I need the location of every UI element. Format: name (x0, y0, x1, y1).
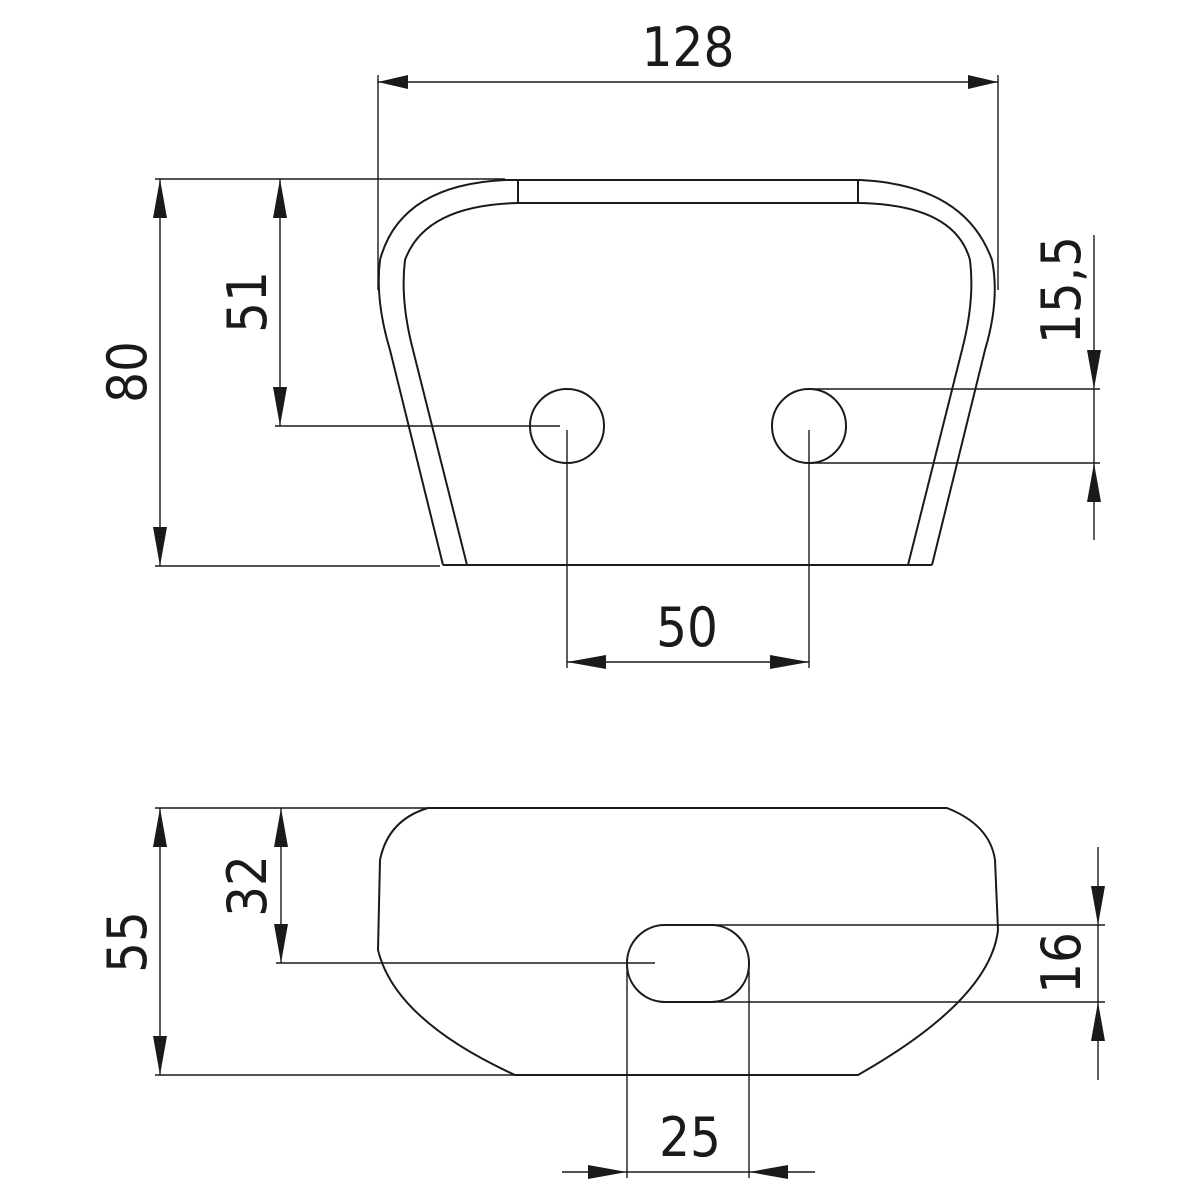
front-view (377, 179, 996, 566)
arrow-icon (1091, 886, 1105, 925)
arrow-icon (153, 179, 167, 218)
arrow-icon (1087, 350, 1101, 389)
arrow-icon (153, 1036, 167, 1075)
label-25: 25 (659, 1106, 721, 1169)
label-55: 55 (96, 911, 159, 973)
label-128: 128 (642, 16, 735, 79)
side-dimensions: 55 32 16 25 (96, 807, 1105, 1179)
arrow-icon (770, 655, 809, 669)
label-50: 50 (656, 596, 718, 659)
label-32: 32 (216, 855, 279, 917)
arrow-icon (378, 75, 408, 89)
arrow-icon (274, 808, 288, 847)
arrow-icon (273, 179, 287, 218)
arrow-icon (274, 924, 288, 963)
arrow-icon (153, 808, 167, 847)
label-51: 51 (216, 271, 279, 333)
label-15-5: 15,5 (1030, 236, 1093, 344)
front-dimensions: 128 80 51 15,5 50 (96, 16, 1101, 669)
arrow-icon (153, 527, 167, 566)
arrow-icon (588, 1165, 627, 1179)
arrow-icon (1091, 1002, 1105, 1041)
arrow-icon (1087, 463, 1101, 502)
side-outer-profile (376, 807, 1000, 1076)
label-16: 16 (1030, 932, 1093, 994)
front-outer-profile (377, 179, 996, 566)
front-inner-profile (402, 202, 973, 566)
arrow-icon (273, 387, 287, 426)
arrow-icon (749, 1165, 788, 1179)
side-view (376, 807, 1000, 1076)
arrow-icon (968, 75, 998, 89)
arrow-icon (567, 655, 606, 669)
label-80: 80 (96, 341, 159, 403)
